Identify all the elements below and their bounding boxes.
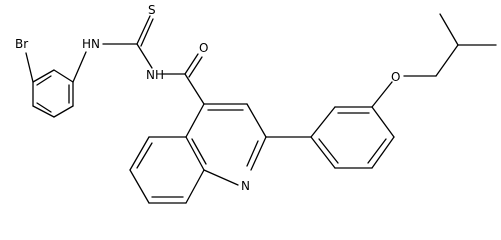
molecule-structure: Br HN S O NH O N	[15, 3, 497, 204]
carbonyl-oxygen-label: O	[199, 41, 208, 55]
bond	[371, 136, 395, 169]
thio-sulfur-label: S	[148, 3, 156, 17]
amide-nh-label: NH	[146, 68, 164, 82]
ether-oxygen-label: O	[391, 70, 400, 84]
bond	[184, 53, 199, 75]
bond	[310, 106, 336, 138]
bond	[53, 105, 74, 118]
bond	[246, 103, 267, 138]
bond	[185, 103, 205, 138]
bond	[435, 44, 459, 77]
bond	[185, 136, 205, 171]
bond	[136, 43, 153, 69]
bond	[32, 105, 55, 118]
quinoline-nitrogen-label: N	[241, 179, 250, 193]
bond	[185, 169, 205, 204]
amine-upper-label: HN	[82, 37, 100, 51]
bond	[250, 136, 267, 171]
bond	[129, 136, 150, 171]
bond	[439, 13, 459, 46]
bond	[367, 138, 387, 164]
bond	[318, 138, 339, 164]
bond	[188, 56, 203, 78]
bond	[36, 75, 52, 86]
bond	[140, 18, 154, 47]
bond	[246, 140, 259, 167]
bond	[32, 69, 55, 83]
bond	[36, 102, 52, 113]
bond	[191, 138, 207, 165]
bond	[371, 81, 393, 108]
bond	[72, 51, 87, 83]
bond	[203, 169, 239, 186]
bonds	[25, 13, 497, 204]
bond	[136, 15, 151, 45]
bond	[53, 69, 74, 83]
bond	[136, 142, 153, 169]
atom-labels: Br HN S O NH O N	[15, 3, 400, 193]
bond	[129, 169, 150, 204]
bond	[184, 73, 205, 105]
bond	[310, 136, 336, 169]
bond	[371, 106, 395, 138]
bromine-label: Br	[15, 37, 28, 51]
bond	[25, 52, 34, 83]
